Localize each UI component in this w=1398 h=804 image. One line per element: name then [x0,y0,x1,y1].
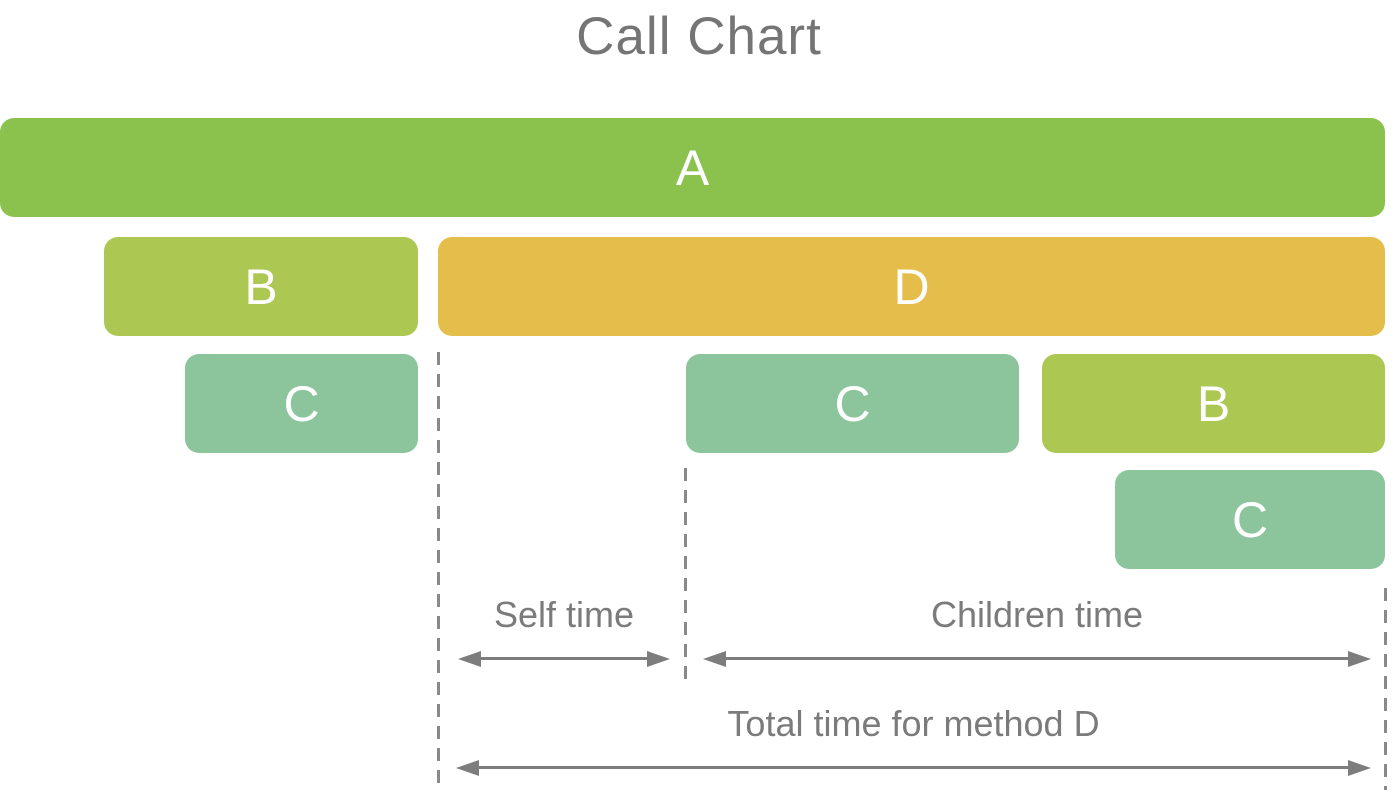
page-title: Call Chart [576,7,822,66]
call-bar-label: B [1196,375,1231,432]
call-bar-c1: C [185,354,418,453]
call-bar-label: A [675,139,710,196]
arrowhead-left-icon [703,651,726,667]
call-bar-label: C [834,375,871,432]
arrowhead-left-icon [456,760,479,776]
arrowhead-right-icon [1348,760,1371,776]
children-time-arrow [703,651,1371,667]
children-time-start-dashed-line [684,468,687,682]
call-bar-a: A [0,118,1385,217]
call-bar-b1: B [104,237,418,336]
call-bar-b2: B [1042,354,1385,453]
self-time-label: Self time [493,594,635,635]
call-bar-d: D [438,237,1385,336]
total-time-label: Total time for method D [727,703,1100,744]
call-bar-label: D [893,258,930,315]
call-bar-c3: C [1115,470,1385,569]
children-time-label: Children time [930,594,1144,635]
total-time-start-dashed-line [437,352,440,792]
arrowhead-right-icon [647,651,670,667]
arrowhead-left-icon [458,651,481,667]
arrow-shaft [717,657,1357,660]
call-bar-c2: C [686,354,1019,453]
arrow-shaft [470,766,1357,769]
self-time-arrow [458,651,670,667]
total-time-end-dashed-line [1384,588,1387,790]
call-bar-label: C [283,375,320,432]
call-bar-label: C [1231,491,1269,548]
total-time-arrow [456,760,1371,776]
arrowhead-right-icon [1348,651,1371,667]
arrow-shaft [472,657,656,660]
call-bar-label: B [244,258,278,315]
